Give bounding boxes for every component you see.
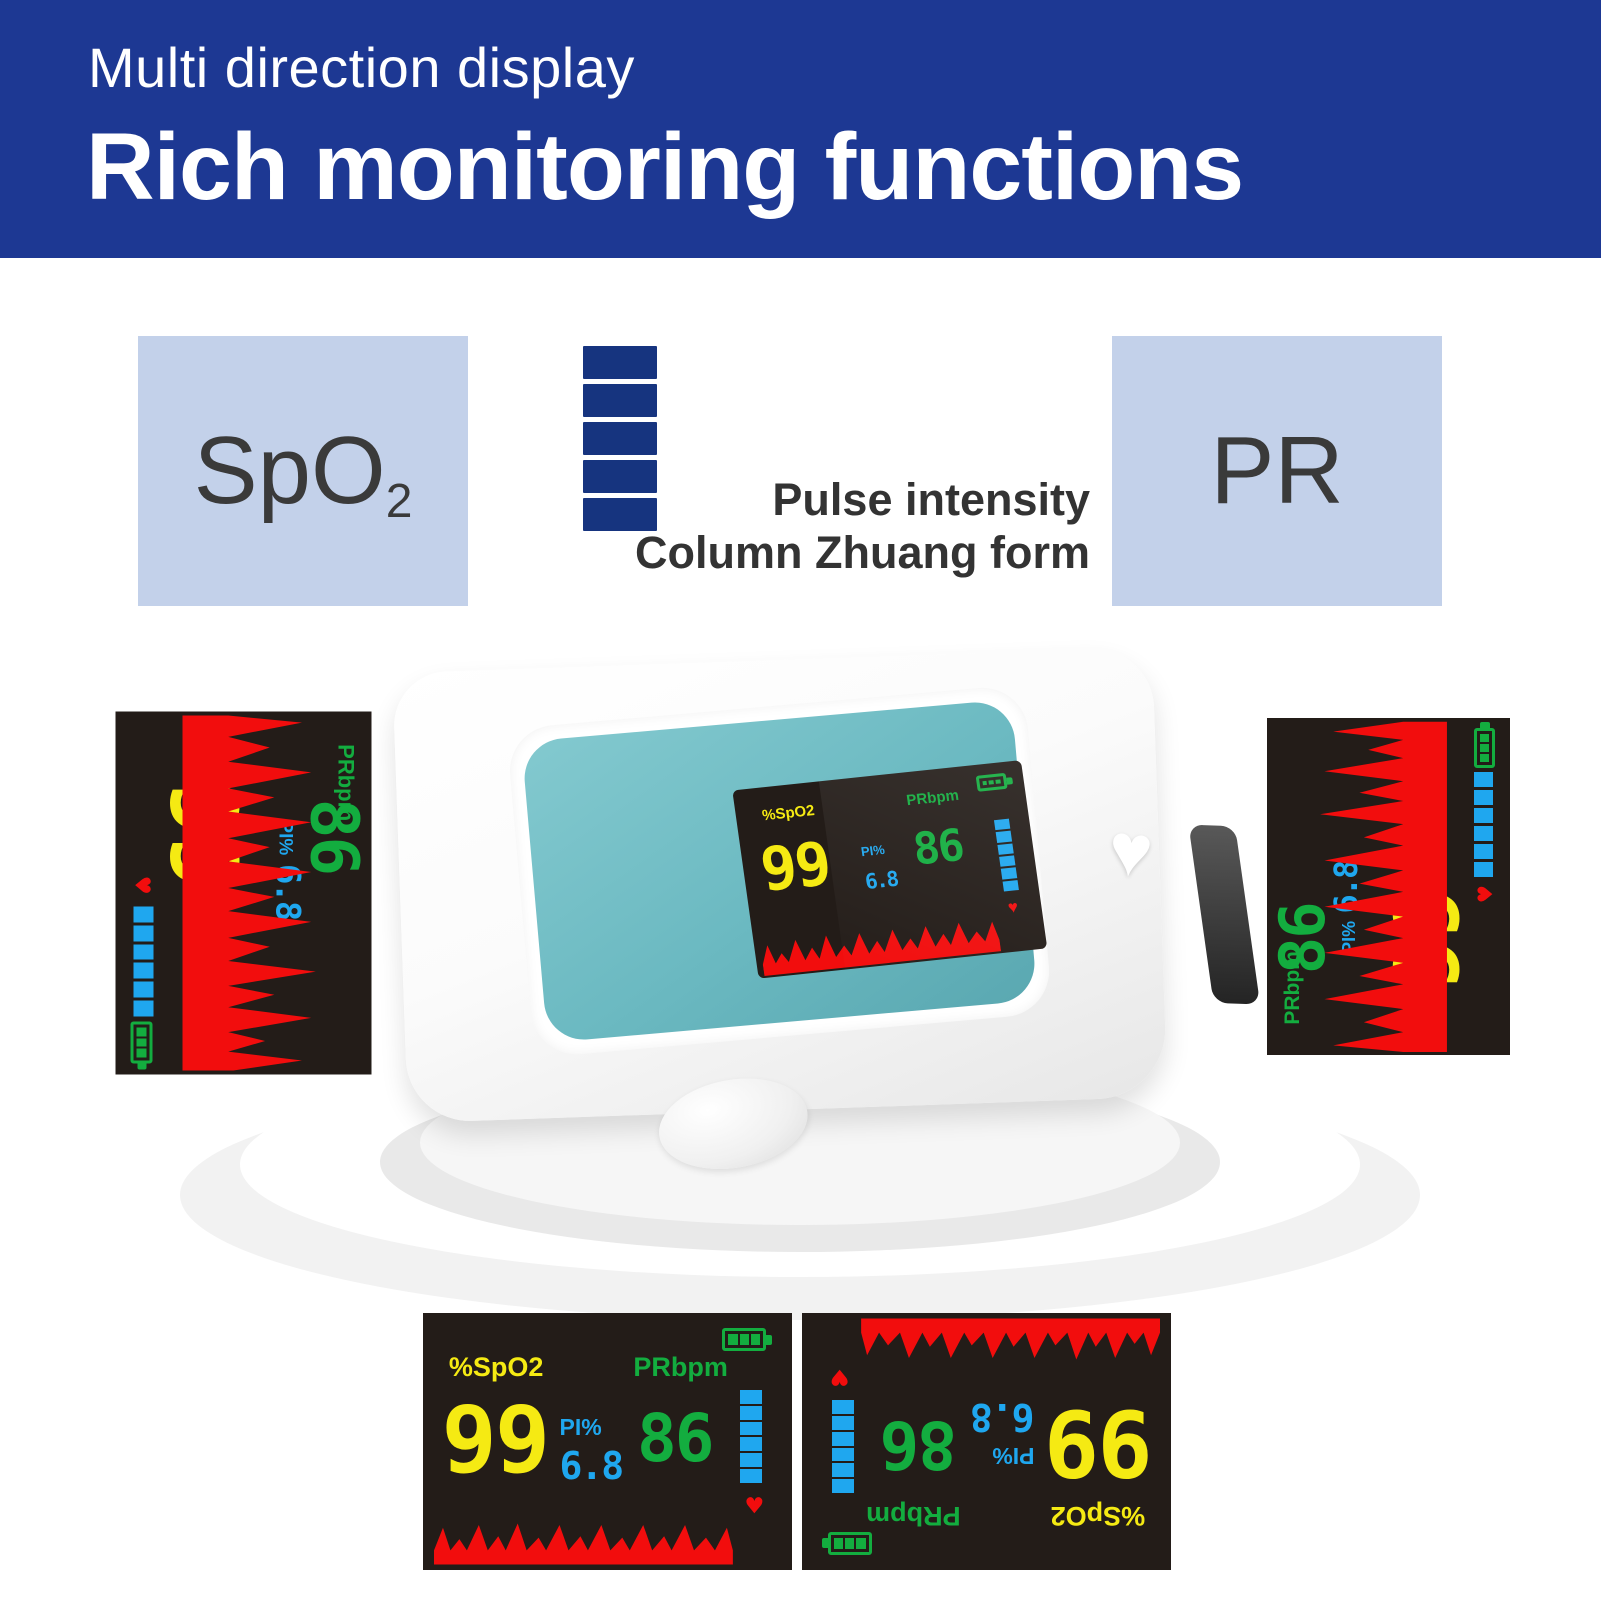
device-body: %SpO2 99 PI% 6.8 PRbpm 86 ♥ xyxy=(392,646,1261,1181)
right-heart-icon: ♥ xyxy=(1470,886,1500,902)
left-rotated-panel: %SpO2 99 PI% 6.8 PRbpm 86 ♥ xyxy=(115,711,372,1075)
br-heart-icon: ♥ xyxy=(831,1361,848,1393)
device-battery-icon xyxy=(975,773,1013,793)
device-heart-icon: ♥ xyxy=(1006,897,1020,917)
bl-pr-label: PRbpm xyxy=(633,1352,728,1383)
device-pr-value: 86 xyxy=(909,819,966,876)
pulse-intensity-caption: Pulse intensity Column Zhuang form xyxy=(510,473,1090,579)
bl-battery-icon xyxy=(722,1328,773,1352)
spo2-chip-subscript: 2 xyxy=(385,475,413,528)
left-pulse-bar-row xyxy=(133,906,154,1017)
bl-pr-value: 86 xyxy=(637,1399,714,1477)
spo2-chip-text: SpO xyxy=(193,417,386,524)
bottom-upright-panel: %SpO2 99 PI% 6.8 PRbpm 86 ♥ xyxy=(423,1313,792,1570)
pulse-intensity-bar-icon xyxy=(583,346,657,531)
device-display-screen: %SpO2 99 PI% 6.8 PRbpm 86 ♥ xyxy=(732,760,1048,979)
right-pulse-bar-row xyxy=(1474,771,1493,877)
br-spo2-value: 99 xyxy=(1045,1388,1153,1496)
bl-heart-icon: ♥ xyxy=(746,1490,763,1522)
bl-spo2-value: 99 xyxy=(441,1387,550,1495)
fingertip-pulse-oximeter: %SpO2 99 PI% 6.8 PRbpm 86 ♥ xyxy=(330,640,1261,1181)
device-pulse-bar-column xyxy=(993,818,1019,892)
left-waveform xyxy=(182,715,366,1071)
pulse-bar-segment xyxy=(583,460,657,493)
pr-feature-chip: PR xyxy=(1112,336,1442,606)
br-battery-icon xyxy=(821,1531,872,1555)
right-battery-icon xyxy=(1474,722,1496,769)
bl-pi-label: PI% xyxy=(559,1413,602,1440)
device-faceplate: %SpO2 99 PI% 6.8 PRbpm 86 ♥ xyxy=(506,683,1053,1059)
device-pi-value: 6.8 xyxy=(863,866,899,894)
br-pr-value: 86 xyxy=(881,1406,957,1484)
device-spo2-label: %SpO2 xyxy=(761,801,816,825)
page-title: Rich monitoring functions xyxy=(86,114,1244,220)
br-pulse-bar-column xyxy=(831,1400,854,1493)
device-pr-label: PRbpm xyxy=(905,786,960,810)
pulse-bar-segment xyxy=(583,498,657,531)
pulse-bar-segment xyxy=(583,346,657,379)
header-subtitle: Multi direction display xyxy=(88,36,635,99)
bottom-inverted-panel: %SpO2 99 PI% 6.8 PRbpm 86 ♥ xyxy=(802,1313,1171,1570)
page-header: Multi direction display Rich monitoring … xyxy=(0,0,1601,258)
pulse-caption-line-1: Pulse intensity xyxy=(772,474,1090,525)
device-waveform xyxy=(758,904,1001,977)
br-pr-label: PRbpm xyxy=(866,1500,961,1531)
br-pi-label: PI% xyxy=(992,1443,1035,1470)
right-waveform xyxy=(1272,721,1447,1052)
device-spo2-value: 99 xyxy=(756,829,834,906)
device-heart-cutout: ♥ xyxy=(1104,806,1157,894)
device-pi-label: PI% xyxy=(859,842,886,860)
left-heart-icon: ♥ xyxy=(126,877,157,893)
bl-waveform xyxy=(434,1508,733,1565)
spo2-chip-label: SpO2 xyxy=(194,423,413,526)
spo2-feature-chip: SpO2 xyxy=(138,336,468,606)
br-pi-value: 6.8 xyxy=(971,1395,1035,1440)
pulse-bar-segment xyxy=(583,384,657,417)
br-waveform xyxy=(861,1318,1160,1375)
device-side-vent xyxy=(1188,824,1261,1005)
feature-row: SpO2 Pulse intensity Column Zhuang form … xyxy=(0,258,1601,648)
left-battery-icon xyxy=(130,1021,153,1070)
pulse-bar-segment xyxy=(583,422,657,455)
br-spo2-label: %SpO2 xyxy=(1050,1500,1146,1531)
bl-pulse-bar-column xyxy=(740,1390,763,1483)
device-power-button[interactable] xyxy=(651,1067,815,1181)
pr-chip-label: PR xyxy=(1210,417,1344,524)
pulse-caption-line-2: Column Zhuang form xyxy=(635,527,1090,579)
right-rotated-panel: %SpO2 99 PI% 6.8 PRbpm 86 ♥ xyxy=(1267,718,1510,1055)
bl-pi-value: 6.8 xyxy=(559,1443,625,1488)
bl-spo2-label: %SpO2 xyxy=(448,1352,544,1383)
